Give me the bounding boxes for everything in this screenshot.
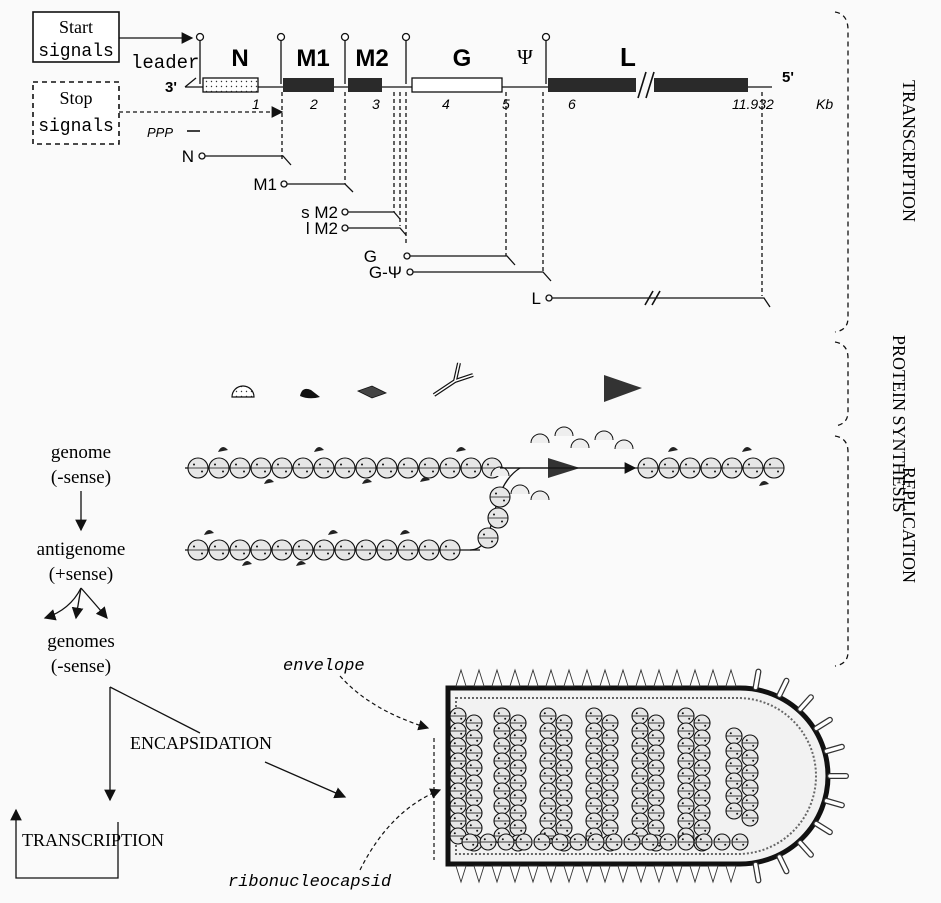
m-protein-tag <box>296 561 306 566</box>
kb-mark-3: 3 <box>372 96 380 112</box>
encapsidation-label: ENCAPSIDATION <box>130 733 272 753</box>
antigenome-label: antigenome <box>37 539 126 560</box>
m-protein-tag <box>264 479 274 484</box>
transcript-label-n: N <box>182 147 194 166</box>
m-protein-tag <box>362 479 372 484</box>
gene-label-psi: Ψ <box>517 45 533 69</box>
gene-m2-block <box>348 78 382 92</box>
free-np-bead <box>571 439 589 448</box>
genomes-label: genomes <box>47 631 115 652</box>
gene-label-m2: M2 <box>355 45 388 72</box>
m2-protein-icon <box>358 386 386 398</box>
n-protein-icon <box>232 386 254 397</box>
gene-label-m1: M1 <box>296 45 329 72</box>
start-signals-line1: Start <box>59 17 93 37</box>
genome-map: leader 3' N M1 M2 G Ψ L 5' 1 2 3 4 <box>131 34 833 141</box>
m-protein-tag <box>668 447 678 452</box>
gene-label-g: G <box>453 45 472 72</box>
genome-length: 11.932 <box>732 96 774 112</box>
gene-label-l: L <box>620 42 636 72</box>
rnc-leader-line <box>360 790 440 870</box>
ribonucleocapsid-label: ribonucleocapsid <box>228 873 392 892</box>
gene-n-block <box>203 78 258 92</box>
ppp-label: PPP <box>147 125 173 140</box>
free-np-bead <box>595 431 613 440</box>
transcripts <box>199 92 770 307</box>
stop-signals-box: Stop signals <box>33 82 119 144</box>
leader-label: leader <box>131 52 199 74</box>
gene-label-n: N <box>231 45 248 72</box>
m-protein-tag <box>400 530 410 535</box>
envelope-label: envelope <box>283 657 365 676</box>
start-signals-box: Start signals <box>33 12 119 62</box>
m1-protein-icon <box>300 389 320 398</box>
m-protein-tag <box>328 530 338 535</box>
antigenome-sense-label: (+sense) <box>49 564 114 585</box>
transcript-label-l: L <box>532 289 541 308</box>
m-protein-tag <box>314 447 324 452</box>
transcript-label-lm2: l M2 <box>306 219 338 238</box>
m-protein-tag <box>218 447 228 452</box>
kb-mark-2: 2 <box>309 96 318 112</box>
gene-m1-block <box>283 78 334 92</box>
genome-sense-label: (-sense) <box>51 467 111 488</box>
kb-unit: Kb <box>816 96 833 112</box>
free-np-bead <box>615 440 633 449</box>
end-3-label: 3' <box>165 79 177 96</box>
start-signals-line2: signals <box>38 42 114 62</box>
genome-label: genome <box>51 442 111 463</box>
side-label-replication: REPLICATION <box>899 467 919 583</box>
virion-particle <box>448 670 846 882</box>
transcript-label-g-psi: G-Ψ <box>369 263 402 282</box>
kb-mark-6: 6 <box>568 96 576 112</box>
stop-signals-line1: Stop <box>59 88 92 108</box>
transcript-label-m1: M1 <box>253 175 277 194</box>
m-protein-tag <box>242 561 252 566</box>
side-brackets <box>835 12 848 666</box>
free-np-bead <box>531 434 549 443</box>
gene-g-block <box>412 78 502 92</box>
protein-icons <box>232 363 642 402</box>
genomes-sense-label: (-sense) <box>51 656 111 677</box>
kb-mark-1: 1 <box>252 96 260 112</box>
side-label-transcription: TRANSCRIPTION <box>899 80 919 222</box>
nucleocapsid-beads <box>188 427 784 566</box>
l-protein-icon <box>604 375 642 402</box>
m-protein-tag <box>456 447 466 452</box>
free-np-bead <box>555 427 573 436</box>
m-protein-tag <box>742 447 752 452</box>
end-5-label: 5' <box>782 69 794 86</box>
kb-mark-4: 4 <box>442 96 450 112</box>
m-protein-tag <box>759 481 769 486</box>
envelope-leader-line <box>340 676 428 728</box>
free-np-bead <box>531 491 549 500</box>
m-protein-tag <box>204 530 214 535</box>
free-np-bead <box>511 485 529 494</box>
transcription-bottom-label: TRANSCRIPTION <box>22 830 164 850</box>
stop-signals-line2: signals <box>38 117 114 137</box>
